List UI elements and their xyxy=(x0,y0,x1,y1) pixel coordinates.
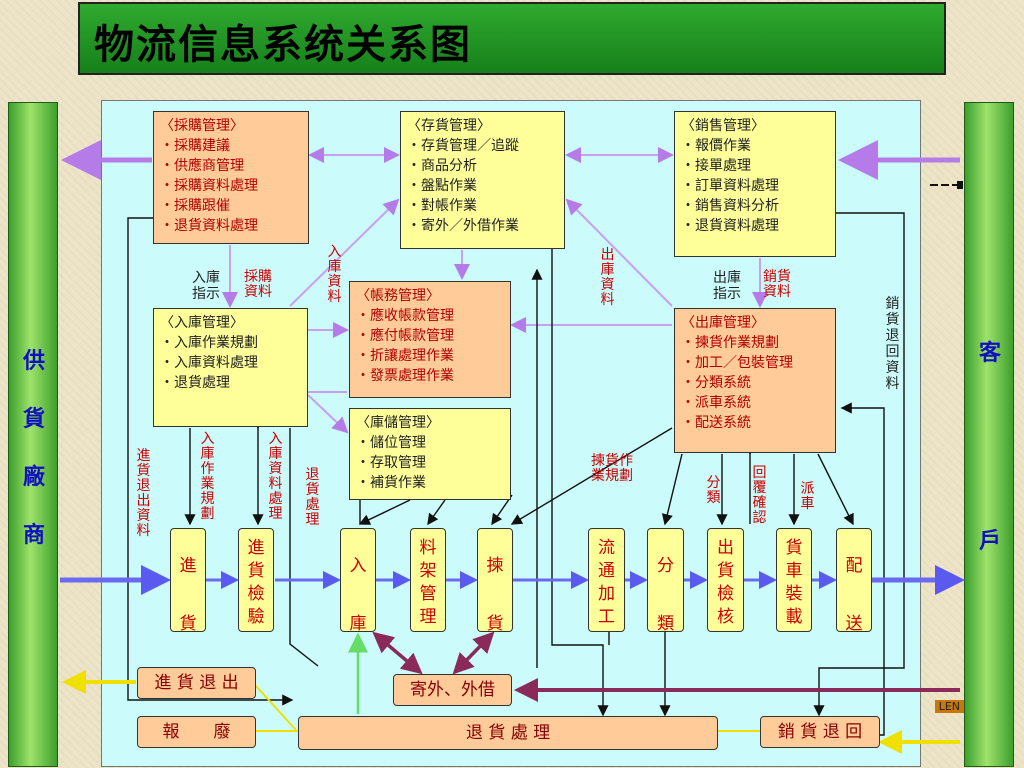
supplier-char-3: 廠 xyxy=(22,465,45,490)
process-deliver: 配送 xyxy=(836,528,872,634)
purchase-data-label: 採購資料 xyxy=(244,269,272,300)
process-label: 出貨檢核 xyxy=(717,538,734,627)
receiving-management-box: 〈入庫管理〉 ・入庫作業規劃 ・入庫資料處理 ・退貨處理 xyxy=(153,308,308,427)
sales-title: 〈銷售管理〉 xyxy=(681,118,765,134)
sales-management-box: 〈銷售管理〉 ・報價作業 ・接單處理 ・訂單資料處理 ・銷售資料分析 ・退貨資料… xyxy=(674,111,836,257)
process-label: 配送 xyxy=(845,556,863,634)
sales-return-data-label: 銷貨退回資料 xyxy=(885,296,900,392)
purchase-item: ・採購建議 xyxy=(160,138,230,154)
purchase-item: ・供應商管理 xyxy=(160,158,244,174)
process-label: 流通加工 xyxy=(598,538,615,627)
confirm-label: 回覆確認 xyxy=(752,465,767,526)
storage-item: ・補貨作業 xyxy=(356,475,426,491)
process-receive: 進貨 xyxy=(170,528,206,634)
process-inspect: 進貨檢驗 xyxy=(238,528,274,632)
accounts-item: ・應付帳款管理 xyxy=(356,328,454,344)
shipping-item: ・揀貨作業規劃 xyxy=(681,335,779,351)
accounts-title: 〈帳務管理〉 xyxy=(356,288,440,304)
purchase-item: ・採購跟催 xyxy=(160,198,230,214)
dispatch-label: 派車 xyxy=(800,481,815,512)
sales-item: ・訂單資料處理 xyxy=(681,178,779,194)
purchase-title: 〈採購管理〉 xyxy=(160,118,244,134)
customer-char-2: 戶 xyxy=(978,529,1001,554)
supplier-char-1: 供 xyxy=(22,349,45,374)
shipping-title: 〈出庫管理〉 xyxy=(681,315,765,331)
accounts-item: ・發票處理作業 xyxy=(356,368,454,384)
inventory-item: ・存貨管理／追蹤 xyxy=(407,138,519,154)
storage-item: ・儲位管理 xyxy=(356,435,426,451)
inventory-item: ・對帳作業 xyxy=(407,198,477,214)
process-check: 出貨檢核 xyxy=(707,528,744,632)
process-label: 料架管理 xyxy=(419,538,437,627)
inventory-item: ・寄外／外借作業 xyxy=(407,218,519,234)
sales-return-box: 銷 貨 退 回 xyxy=(760,716,880,748)
purchase-return-box: 進 貨 退 出 xyxy=(137,667,256,699)
shipping-item: ・分類系統 xyxy=(681,375,751,391)
supplier-char-4: 商 xyxy=(22,523,45,548)
inbound-instruction-label: 入庫指示 xyxy=(192,270,220,302)
storage-title: 〈庫儲管理〉 xyxy=(356,415,440,431)
process-store: 入庫 xyxy=(340,528,376,634)
receiving-item: ・退貨處理 xyxy=(160,375,230,391)
shipping-item: ・配送系統 xyxy=(681,415,751,431)
sales-item: ・銷售資料分析 xyxy=(681,198,779,214)
receiving-title: 〈入庫管理〉 xyxy=(160,315,244,331)
process-label: 貨車裝載 xyxy=(785,538,803,627)
supplier-char-2: 貨 xyxy=(22,407,45,432)
sales-data-label: 銷貨資料 xyxy=(763,269,791,300)
process-label: 進貨 xyxy=(179,556,197,634)
inbound-data-label: 入庫資料 xyxy=(327,244,342,305)
purchase-item: ・退貨資料處理 xyxy=(160,218,258,234)
process-label: 進貨檢驗 xyxy=(247,538,265,627)
outbound-instruction-label: 出庫指示 xyxy=(713,270,741,302)
inventory-item: ・商品分析 xyxy=(407,158,477,174)
inbound-plan-label: 入庫作業規劃 xyxy=(200,431,215,522)
receiving-item: ・入庫作業規劃 xyxy=(160,335,258,351)
sales-item: ・接單處理 xyxy=(681,158,751,174)
customer-char-1: 客 xyxy=(978,341,1001,366)
sales-item: ・報價作業 xyxy=(681,138,751,154)
process-processing: 流通加工 xyxy=(588,528,625,632)
sales-item: ・退貨資料處理 xyxy=(681,218,779,234)
footer-tag: LEN xyxy=(934,700,964,713)
storage-management-box: 〈庫儲管理〉 ・儲位管理 ・存取管理 ・補貨作業 xyxy=(349,408,511,500)
shipping-management-box: 〈出庫管理〉 ・揀貨作業規劃 ・加工／包裝管理 ・分類系統 ・派車系統 ・配送系… xyxy=(674,308,836,453)
inventory-title: 〈存貨管理〉 xyxy=(407,118,491,134)
process-sort: 分類 xyxy=(647,528,684,634)
process-rack: 料架管理 xyxy=(410,528,446,632)
return-handling-box: 退 貨 處 理 xyxy=(298,716,718,750)
outbound-data-label: 出庫資料 xyxy=(600,247,615,308)
scrap-box: 報 廢 xyxy=(137,716,256,748)
accounts-item: ・應收帳款管理 xyxy=(356,308,454,324)
sort-label: 分類 xyxy=(706,475,721,506)
process-label: 分類 xyxy=(657,556,674,634)
process-label: 揀貨 xyxy=(486,556,504,634)
shipping-item: ・加工／包裝管理 xyxy=(681,355,793,371)
purchase-item: ・採購資料處理 xyxy=(160,178,258,194)
title-banner: 物流信息系统关系图 xyxy=(78,2,946,75)
process-label: 入庫 xyxy=(349,556,367,634)
return-processing-label: 退貨處理 xyxy=(305,467,320,528)
shipping-item: ・派車系統 xyxy=(681,395,751,411)
inventory-management-box: 〈存貨管理〉 ・存貨管理／追蹤 ・商品分析 ・盤點作業 ・對帳作業 ・寄外／外借… xyxy=(400,111,565,249)
customer-bar: 客 戶 xyxy=(964,102,1014,767)
accounts-item: ・折讓處理作業 xyxy=(356,348,454,364)
purchase-management-box: 〈採購管理〉 ・採購建議 ・供應商管理 ・採購資料處理 ・採購跟催 ・退貨資料處… xyxy=(153,111,309,244)
pick-plan-label: 揀貨作業規劃 xyxy=(591,453,633,484)
inventory-item: ・盤點作業 xyxy=(407,178,477,194)
page-title: 物流信息系统关系图 xyxy=(94,22,472,68)
supplier-bar: 供 貨 廠 商 xyxy=(8,102,58,767)
process-loading: 貨車裝載 xyxy=(776,528,812,632)
receiving-item: ・入庫資料處理 xyxy=(160,355,258,371)
storage-item: ・存取管理 xyxy=(356,455,426,471)
accounts-management-box: 〈帳務管理〉 ・應收帳款管理 ・應付帳款管理 ・折讓處理作業 ・發票處理作業 xyxy=(349,281,511,398)
process-pick: 揀貨 xyxy=(477,528,513,634)
inbound-processing-label: 入庫資料處理 xyxy=(268,431,283,522)
return-out-data-label: 進貨退出資料 xyxy=(136,448,151,539)
consign-lend-box: 寄外、外借 xyxy=(393,674,512,706)
